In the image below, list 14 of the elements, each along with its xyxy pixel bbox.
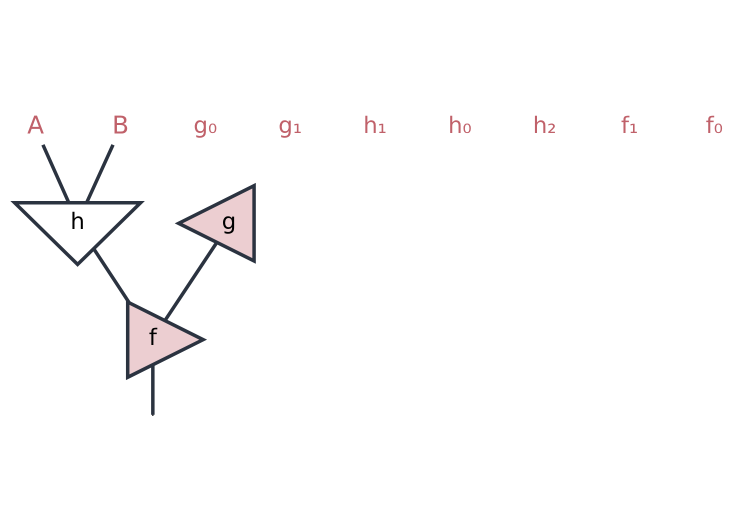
label: f₀ bbox=[706, 113, 723, 140]
label: h₁ bbox=[363, 113, 387, 140]
label: g₁ bbox=[278, 113, 302, 140]
connector bbox=[41, 144, 70, 204]
connector bbox=[151, 364, 155, 415]
connector bbox=[92, 248, 131, 304]
node-text: B bbox=[112, 110, 129, 140]
label: h₀ bbox=[448, 113, 472, 140]
label: f₁ bbox=[620, 113, 638, 140]
node-text: A bbox=[27, 110, 44, 140]
connector bbox=[164, 242, 218, 322]
label: h₂ bbox=[532, 113, 556, 140]
label: g₀ bbox=[194, 113, 218, 140]
connector bbox=[85, 144, 115, 204]
